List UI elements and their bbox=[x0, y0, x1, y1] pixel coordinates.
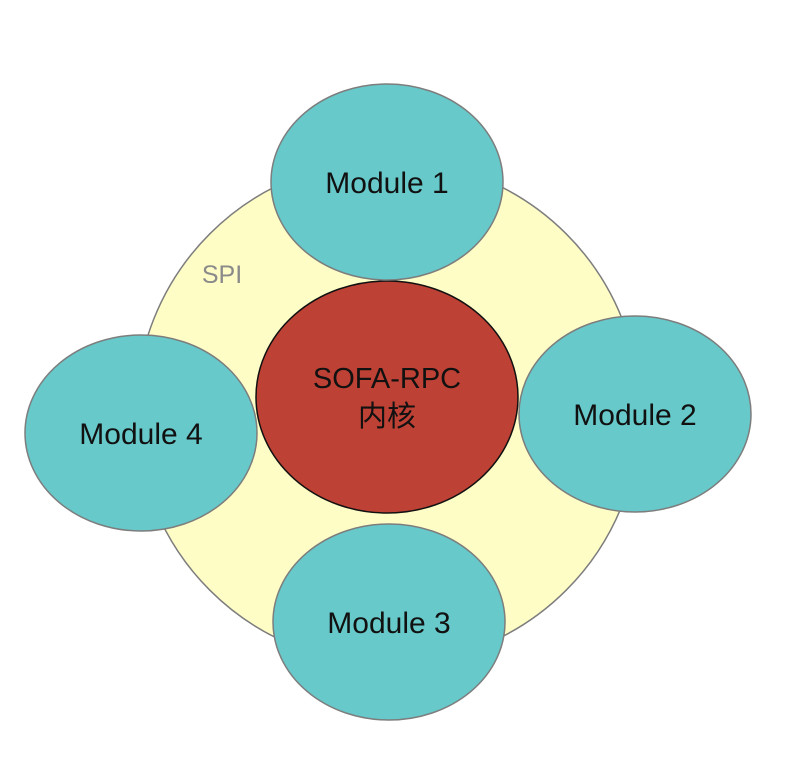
core-label-line2: 内核 bbox=[358, 400, 416, 433]
module-4-label: Module 4 bbox=[79, 418, 202, 451]
core-ellipse bbox=[255, 280, 519, 514]
module-3-ellipse bbox=[272, 523, 506, 721]
module-1-label: Module 1 bbox=[325, 167, 448, 200]
module-3-label: Module 3 bbox=[327, 607, 450, 640]
spi-label: SPI bbox=[202, 261, 242, 289]
module-2-label: Module 2 bbox=[573, 399, 696, 432]
module-4-ellipse bbox=[24, 334, 258, 532]
core-label-line1: SOFA-RPC bbox=[313, 363, 461, 395]
module-1-ellipse bbox=[270, 83, 504, 281]
module-2-ellipse bbox=[518, 315, 752, 513]
